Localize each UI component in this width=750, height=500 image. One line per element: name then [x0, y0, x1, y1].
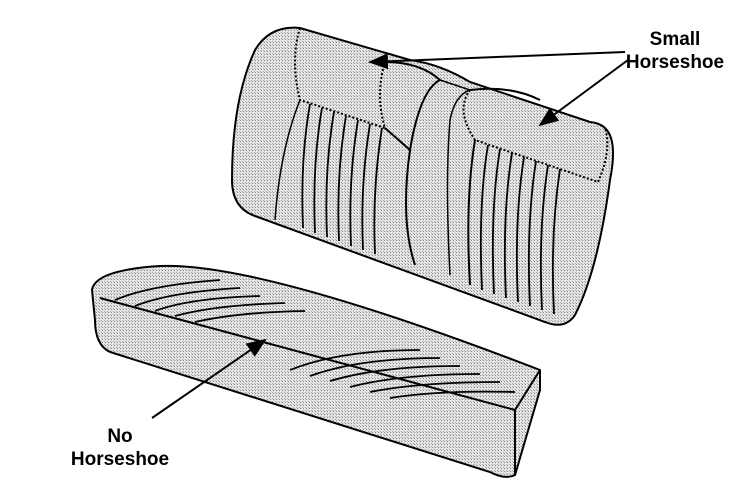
seat-back: [230, 26, 615, 326]
seat-cushion: [90, 264, 541, 478]
label-line: Horseshoe: [70, 449, 170, 470]
label-line: Horseshoe: [625, 52, 725, 73]
callout-arrows: [151, 51, 629, 419]
label-line: No: [107, 426, 133, 447]
arrow-to-left-horseshoe: [368, 51, 626, 70]
label-no-horseshoe: No Horseshoe: [65, 425, 175, 471]
label-line: Small: [649, 29, 701, 50]
label-small-horseshoe: Small Horseshoe: [620, 28, 730, 74]
arrow-to-cushion: [151, 338, 267, 419]
arrow-to-right-horseshoe: [538, 59, 629, 127]
